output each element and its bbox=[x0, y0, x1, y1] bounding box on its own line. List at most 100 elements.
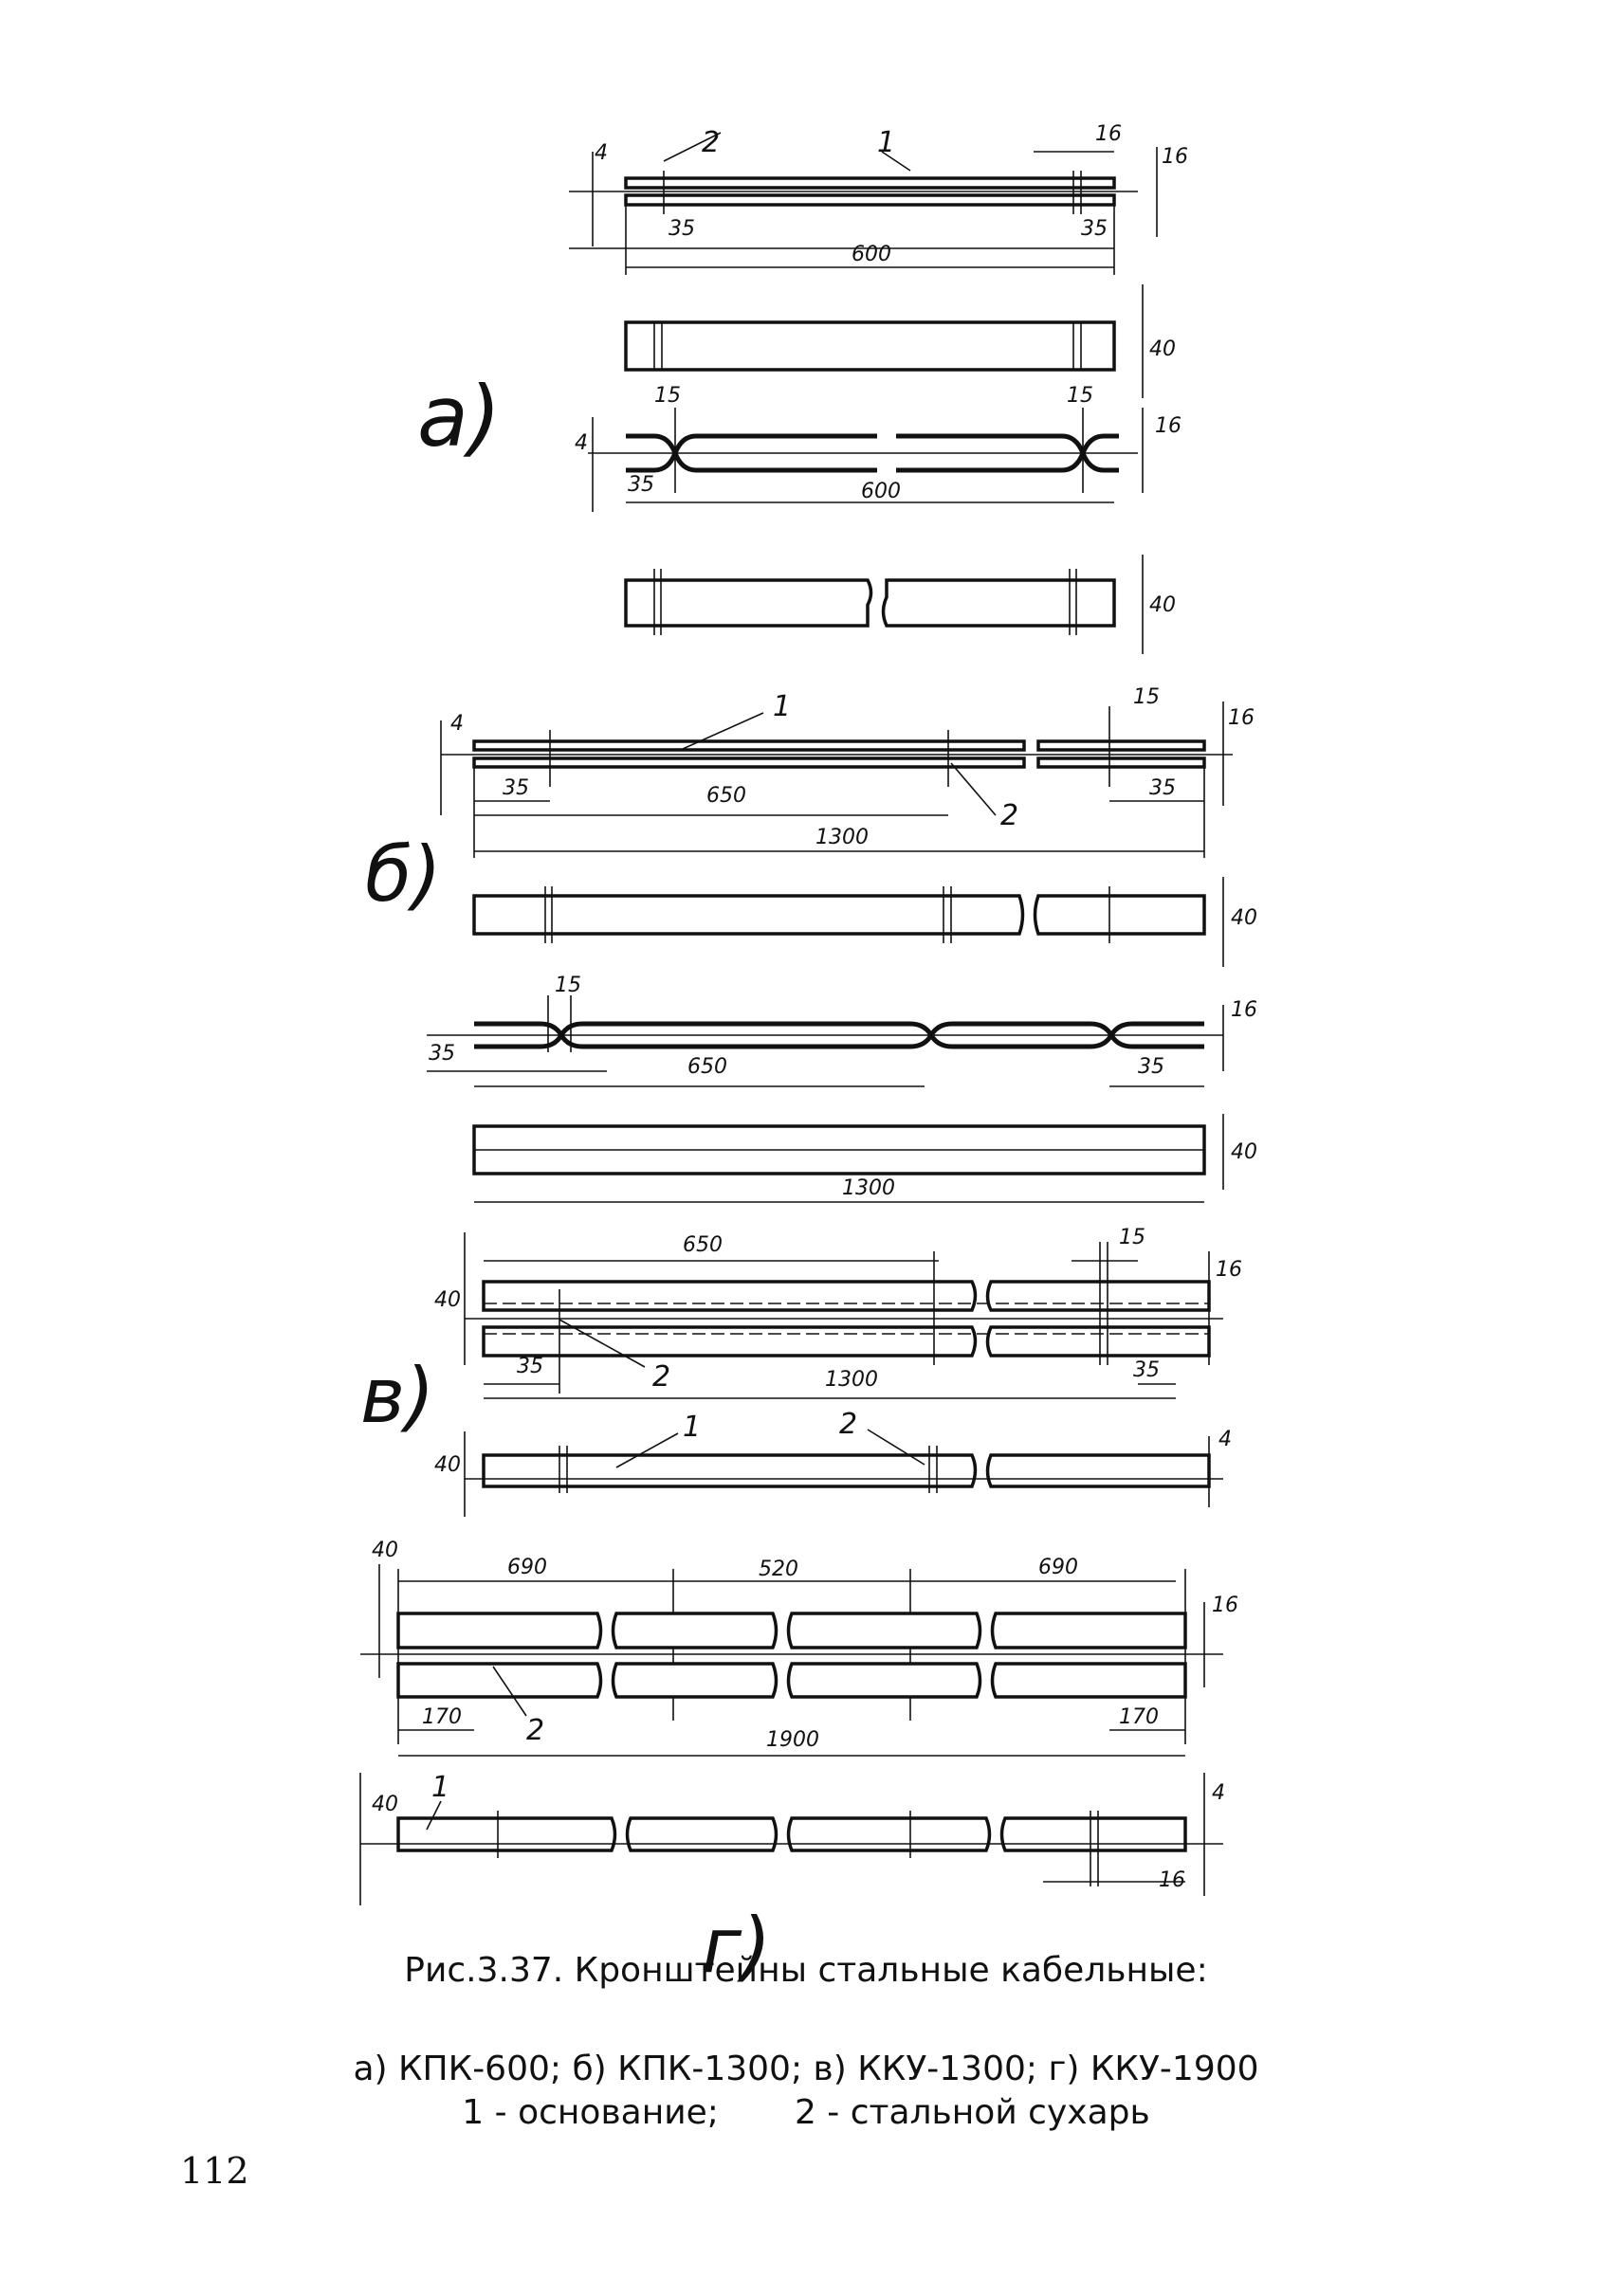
variant-d-label: г) bbox=[702, 1902, 771, 1990]
d-bar-top-4 bbox=[990, 1612, 1187, 1649]
b-dim-35-lower-right: 35 bbox=[1138, 1055, 1164, 1079]
c-callout-2-lower: 2 bbox=[839, 1408, 857, 1441]
variant-a-drawing: 4 2 1 16 16 35 35 600 40 а) 15 15 4 16 3… bbox=[417, 122, 1188, 654]
c-dim-650: 650 bbox=[683, 1233, 723, 1257]
d-callout-1: 1 bbox=[431, 1771, 449, 1804]
a-dim-15-right: 15 bbox=[1067, 384, 1093, 408]
variant-c-drawing: 650 15 16 40 35 2 1300 35 в) 40 1 2 4 bbox=[360, 1226, 1242, 1517]
d-dim-16-top: 16 bbox=[1212, 1594, 1238, 1617]
a-dim-16-top: 16 bbox=[1095, 122, 1122, 146]
a-plan-left bbox=[624, 578, 873, 628]
a-dim-35-left: 35 bbox=[669, 217, 695, 241]
page-number: 112 bbox=[180, 2150, 249, 2192]
d-callout-2: 2 bbox=[526, 1714, 544, 1747]
d-bar-top-1 bbox=[396, 1612, 603, 1649]
d-dim-4: 4 bbox=[1212, 1781, 1225, 1805]
d-plan-4 bbox=[999, 1816, 1187, 1852]
a-dim-600-top: 600 bbox=[852, 243, 891, 266]
d-dim-1900: 1900 bbox=[766, 1728, 819, 1752]
b-dim-4: 4 bbox=[450, 712, 464, 736]
c-dim-35-right: 35 bbox=[1133, 1358, 1160, 1382]
figure-caption-items: а) КПК-600; б) КПК-1300; в) ККУ-1300; г)… bbox=[353, 2050, 1259, 2088]
d-bar-bottom-3 bbox=[786, 1662, 982, 1699]
c-dim-15: 15 bbox=[1119, 1226, 1145, 1249]
c-dim-4: 4 bbox=[1218, 1428, 1232, 1451]
variant-c-label: в) bbox=[360, 1352, 434, 1440]
variant-a-label: а) bbox=[417, 368, 501, 465]
a-dim-35-lower: 35 bbox=[628, 473, 654, 497]
b-dim-35-lower-left: 35 bbox=[429, 1042, 455, 1066]
a-callout-1: 1 bbox=[877, 126, 895, 159]
d-dim-16-lower: 16 bbox=[1159, 1868, 1185, 1892]
d-dim-690-left: 690 bbox=[507, 1556, 547, 1579]
b-plan-right bbox=[1033, 894, 1206, 936]
b-dim-650: 650 bbox=[706, 784, 746, 808]
b-strip-top-left bbox=[472, 739, 1026, 752]
d-dim-40-top: 40 bbox=[372, 1539, 398, 1562]
a-strip-top bbox=[624, 176, 1116, 190]
b-dim-650-lower: 650 bbox=[687, 1055, 727, 1079]
figure-caption-title: Рис.3.37. Кронштейны стальные кабельные: bbox=[404, 1951, 1208, 1990]
a-dim-4: 4 bbox=[595, 141, 608, 165]
c-callout-1: 1 bbox=[683, 1411, 701, 1444]
legend-item-1: 1 - основание; bbox=[462, 2093, 719, 2132]
d-dim-170-left: 170 bbox=[422, 1705, 462, 1729]
d-bar-top-2 bbox=[611, 1612, 779, 1649]
figure-caption-legend: 1 - основание; 2 - стальной сухарь bbox=[0, 2093, 1612, 2132]
b-dim-35-right: 35 bbox=[1149, 776, 1176, 800]
b-strip-top-right bbox=[1036, 739, 1206, 752]
b-callout-1: 1 bbox=[773, 690, 791, 723]
legend-item-2: 2 - стальной сухарь bbox=[794, 2093, 1150, 2132]
d-plan-3 bbox=[786, 1816, 992, 1852]
d-bar-bottom-1 bbox=[396, 1662, 603, 1699]
b-dim-40-a: 40 bbox=[1231, 906, 1257, 930]
c-callout-2-top: 2 bbox=[652, 1360, 670, 1394]
c-plan-left bbox=[482, 1453, 978, 1488]
b-dim-16-lower: 16 bbox=[1231, 998, 1257, 1022]
c-dim-35-left: 35 bbox=[517, 1355, 543, 1378]
a-dim-16-right: 16 bbox=[1162, 145, 1188, 169]
d-bar-bottom-2 bbox=[611, 1662, 779, 1699]
d-dim-40-lower: 40 bbox=[372, 1793, 398, 1816]
d-dim-690-right: 690 bbox=[1038, 1556, 1078, 1579]
a-plan-right bbox=[881, 578, 1116, 628]
c-dim-40-top: 40 bbox=[434, 1288, 461, 1312]
c-dim-1300: 1300 bbox=[825, 1368, 878, 1392]
a-dim-40-lower: 40 bbox=[1149, 593, 1176, 617]
b-strip-bottom-left bbox=[472, 756, 1026, 769]
c-bar-bottom-right bbox=[985, 1325, 1211, 1358]
d-plan-1 bbox=[396, 1816, 617, 1852]
a-dim-600-lower: 600 bbox=[861, 480, 901, 503]
a-dim-4-lower: 4 bbox=[575, 431, 588, 455]
c-bar-bottom-left bbox=[482, 1325, 978, 1358]
d-dim-170-right: 170 bbox=[1119, 1705, 1159, 1729]
b-callout-2: 2 bbox=[1000, 799, 1018, 832]
b-dim-35-left: 35 bbox=[503, 776, 529, 800]
a-plan-top bbox=[624, 320, 1116, 372]
a-strip-bottom bbox=[624, 193, 1116, 207]
c-dim-16: 16 bbox=[1216, 1258, 1242, 1282]
variant-b-drawing: 4 1 2 15 16 35 650 35 1300 б) 40 15 16 3… bbox=[365, 685, 1257, 1203]
c-bar-top-right bbox=[985, 1280, 1211, 1312]
b-dim-40-b: 40 bbox=[1231, 1140, 1257, 1164]
c-bar-top-left bbox=[482, 1280, 978, 1312]
variant-d-drawing: 40 690 520 690 16 170 2 1900 170 40 1 4 … bbox=[359, 1539, 1238, 1990]
b-dim-1300: 1300 bbox=[815, 826, 869, 849]
a-dim-16-lower: 16 bbox=[1155, 414, 1182, 438]
d-bar-bottom-4 bbox=[990, 1662, 1187, 1699]
b-strip-bottom-right bbox=[1036, 756, 1206, 769]
variant-b-label: б) bbox=[365, 830, 442, 919]
a-dim-40-top: 40 bbox=[1149, 337, 1176, 361]
a-dim-35-right: 35 bbox=[1081, 217, 1108, 241]
c-plan-right bbox=[985, 1453, 1211, 1488]
a-dim-15-left: 15 bbox=[654, 384, 681, 408]
b-dim-15-lower: 15 bbox=[555, 974, 581, 997]
b-dim-16: 16 bbox=[1228, 706, 1255, 730]
d-dim-520: 520 bbox=[759, 1558, 798, 1581]
b-dim-1300-lower: 1300 bbox=[842, 1176, 895, 1200]
d-plan-2 bbox=[625, 1816, 779, 1852]
b-dim-15: 15 bbox=[1133, 685, 1160, 709]
a-callout-2: 2 bbox=[702, 126, 720, 159]
d-bar-top-3 bbox=[786, 1612, 982, 1649]
